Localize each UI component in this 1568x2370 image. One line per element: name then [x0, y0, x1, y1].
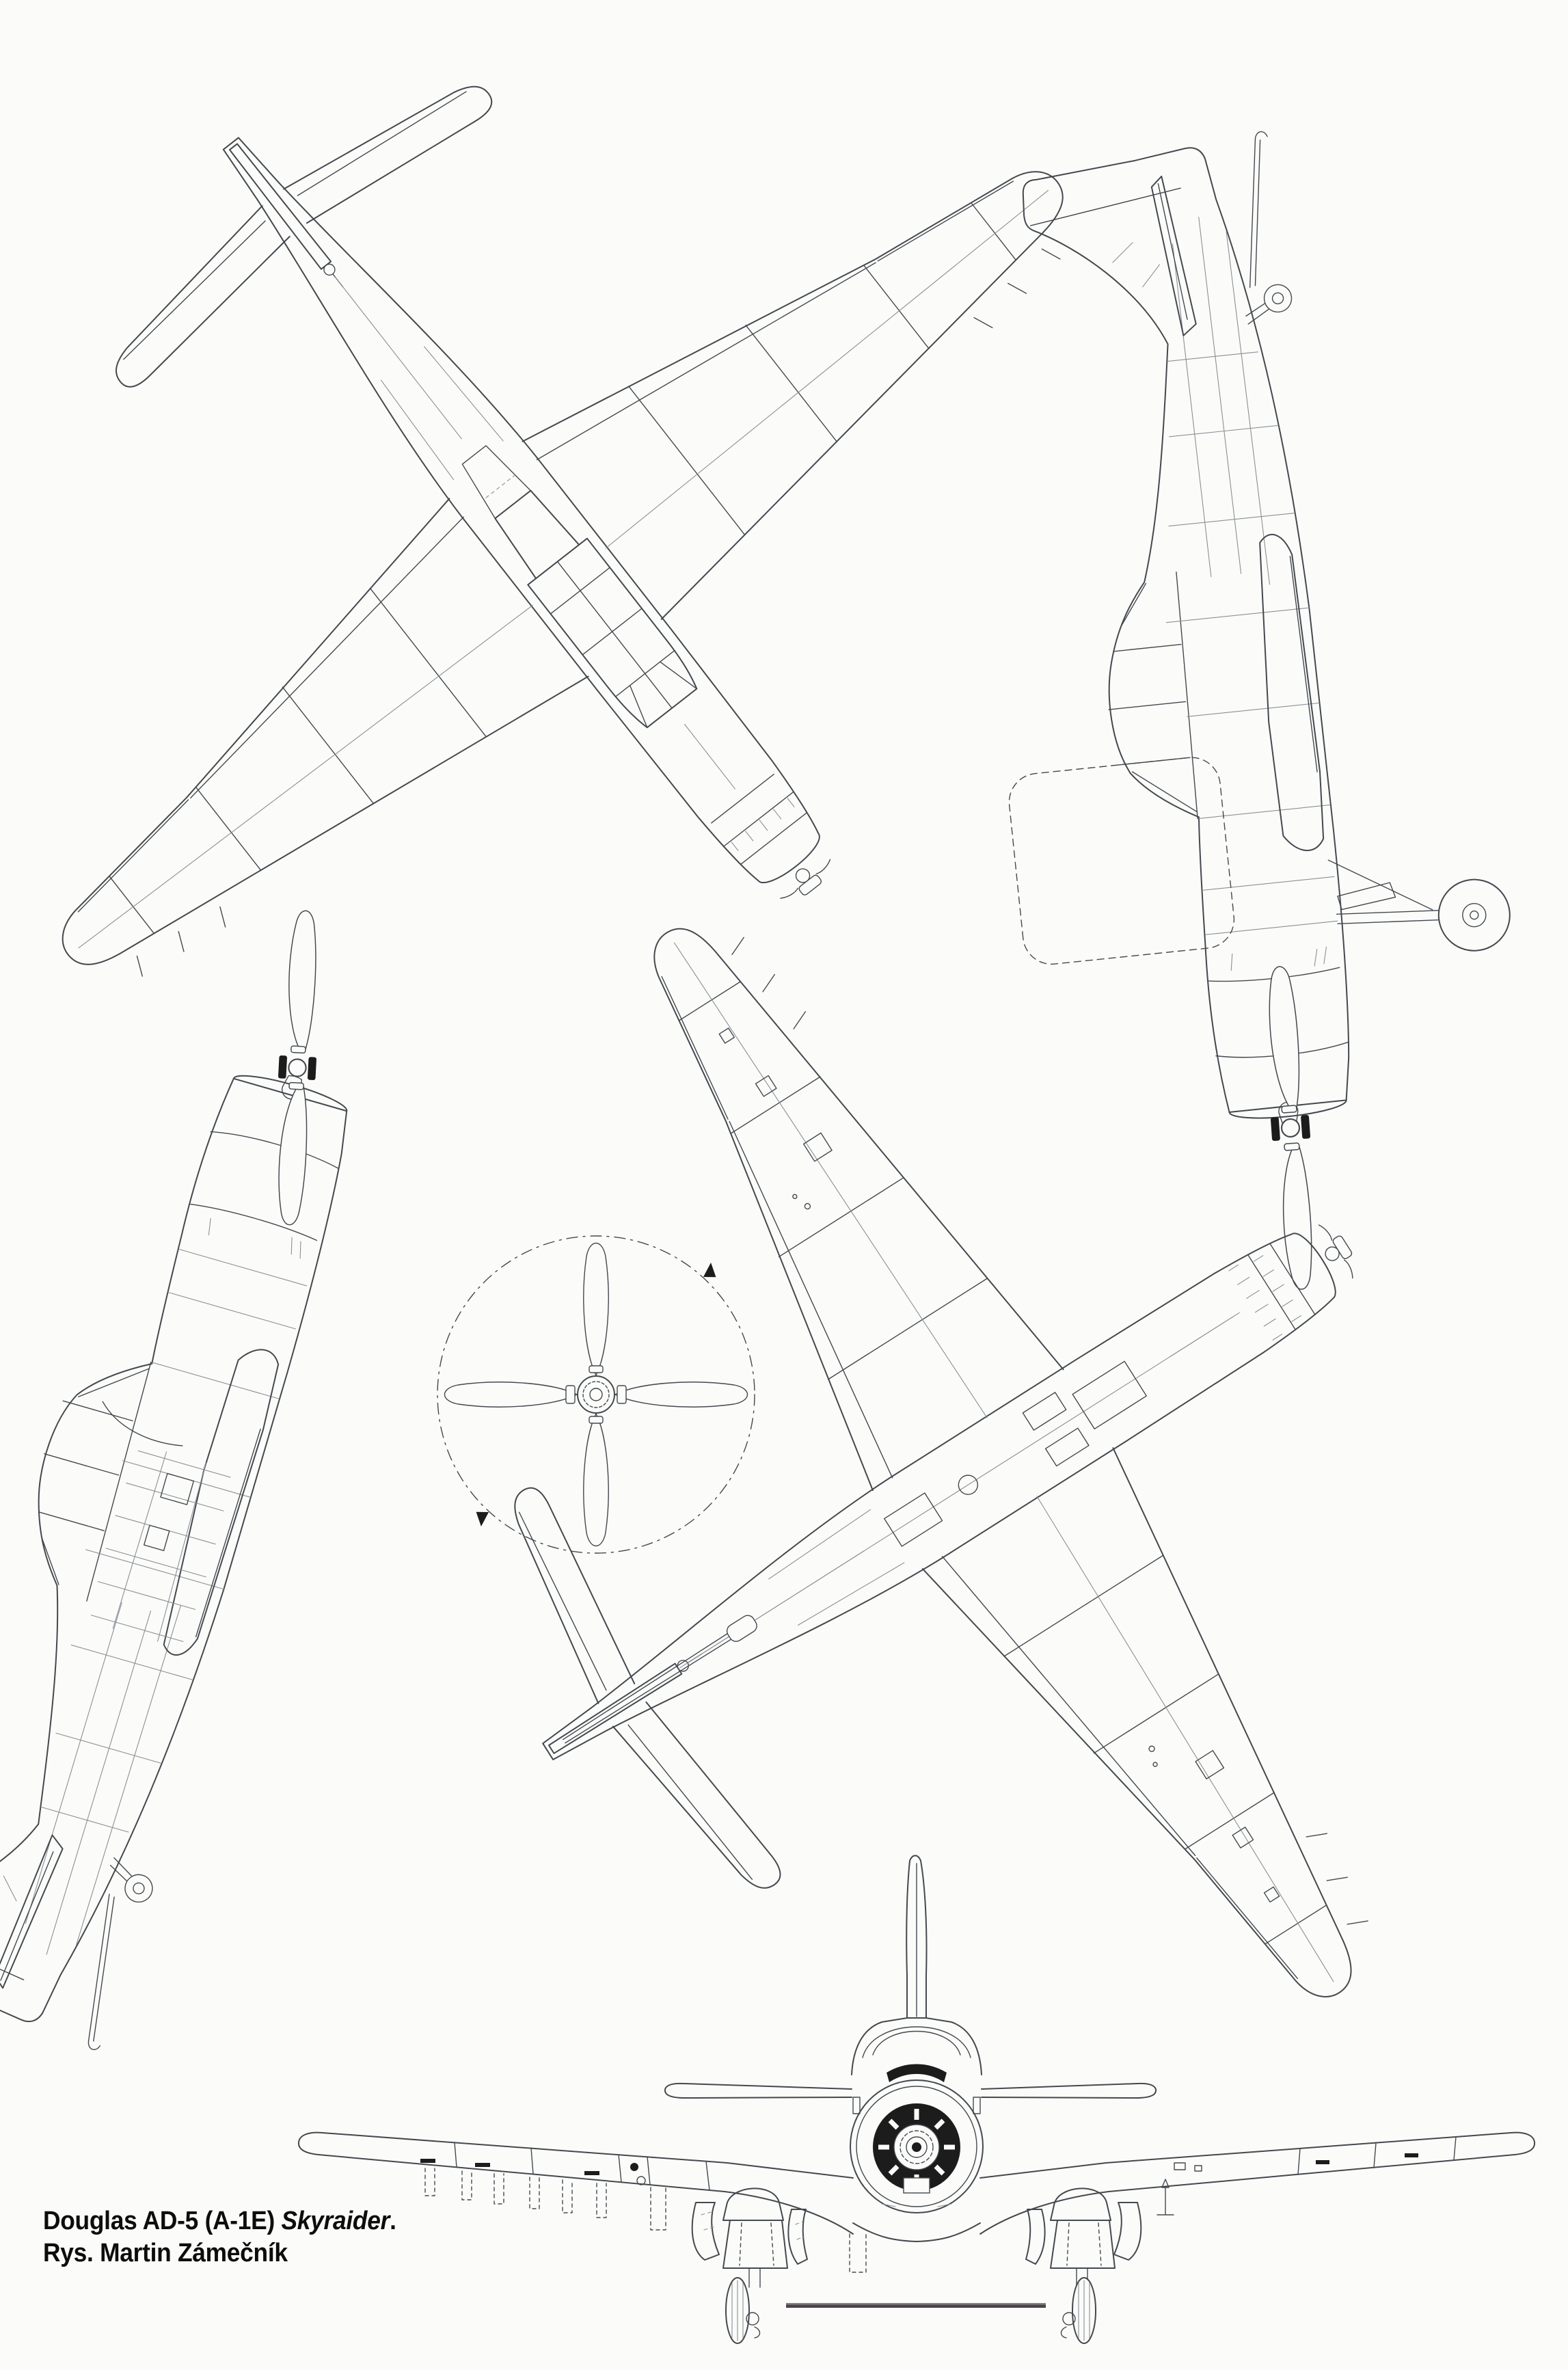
front-view: [297, 1855, 1536, 2344]
caption-line-2: Rys. Martin Zámečník: [43, 2237, 396, 2270]
bottom-plan-view: [211, 714, 1568, 2283]
caption-artist: Rys. Martin Zámečník: [43, 2239, 288, 2268]
propeller-rotation-detail: [437, 1235, 755, 1554]
side-view-nose-down: [1008, 129, 1514, 1292]
rotation-arrow-sw: [472, 1505, 493, 1527]
side-view-nose-up: [0, 908, 380, 2054]
top-plan-view: [0, 0, 1309, 1276]
caption-title-italic: Skyraider: [281, 2207, 390, 2235]
caption: Douglas AD-5 (A-1E) Skyraider. Rys. Mart…: [43, 2205, 396, 2270]
scale-bar: [786, 2303, 1046, 2308]
caption-line-1: Douglas AD-5 (A-1E) Skyraider.: [43, 2207, 396, 2235]
rotation-circle: [437, 1235, 755, 1554]
caption-title: Douglas AD-5 (A-1E): [43, 2207, 282, 2235]
rotation-arrow-ne: [699, 1262, 720, 1284]
